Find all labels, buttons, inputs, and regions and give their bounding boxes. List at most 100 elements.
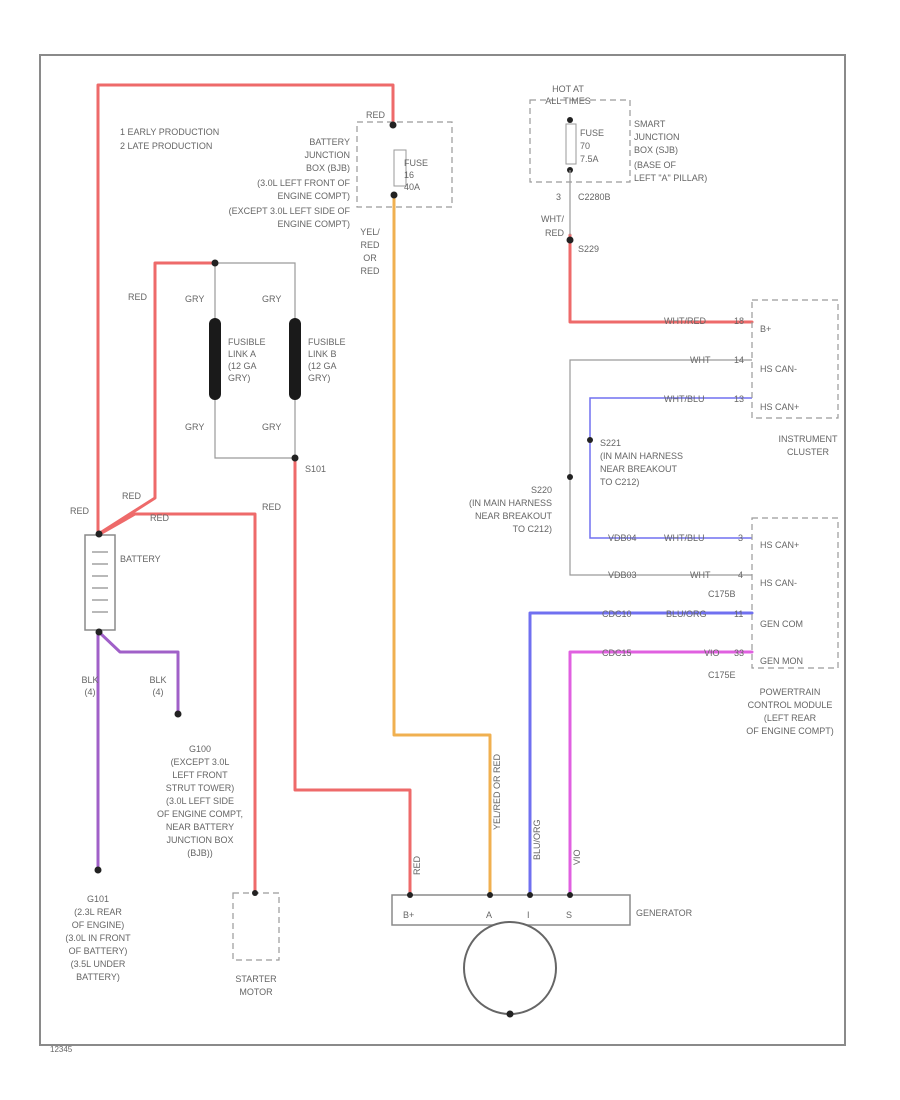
wire-blu-org-pcm-to-generator (528, 611, 754, 895)
gry-label-a-bottom: GRY (185, 422, 204, 432)
svg-text:CDC10: CDC10 (602, 609, 632, 619)
generator-terminal-block (391, 894, 631, 926)
fusible-link-junction (211, 259, 219, 267)
svg-text:OF ENGINE): OF ENGINE) (72, 920, 125, 930)
svg-text:B+: B+ (403, 910, 414, 920)
s229-label: S229 (578, 244, 599, 254)
s101-label: S101 (305, 464, 326, 474)
battery-cells (92, 551, 108, 613)
svg-text:HS CAN-: HS CAN- (760, 578, 797, 588)
svg-text:GEN MON: GEN MON (760, 656, 803, 666)
svg-text:SMART: SMART (634, 119, 666, 129)
generator-label: GENERATOR (636, 908, 693, 918)
svg-text:(3.0L LEFT SIDE: (3.0L LEFT SIDE (166, 796, 234, 806)
svg-text:A: A (486, 910, 492, 920)
svg-text:(EXCEPT 3.0L LEFT SIDE OF: (EXCEPT 3.0L LEFT SIDE OF (229, 206, 351, 216)
svg-text:HS CAN-: HS CAN- (760, 364, 797, 374)
svg-text:JUNCTION: JUNCTION (634, 132, 680, 142)
svg-text:HS CAN+: HS CAN+ (760, 540, 799, 550)
sjb-out-wire-label: WHT/ RED (541, 214, 564, 238)
svg-text:I: I (527, 910, 530, 920)
svg-text:GRY): GRY) (228, 373, 250, 383)
svg-text:16: 16 (404, 170, 414, 180)
battery-negative-terminal (95, 628, 103, 636)
wire-vio-pcm-to-generator (568, 650, 754, 895)
svg-text:(BASE OF: (BASE OF (634, 160, 677, 170)
svg-text:ALL TIMES: ALL TIMES (545, 96, 591, 106)
gry-label-a-top: GRY (185, 294, 204, 304)
hot-at-all-times-label: HOT AT ALL TIMES (545, 84, 591, 106)
sjb-pin-top (567, 117, 573, 123)
s221-dot (587, 437, 593, 443)
svg-text:11: 11 (734, 609, 743, 619)
svg-text:(4): (4) (85, 687, 96, 697)
svg-text:(3.0L LEFT FRONT OF: (3.0L LEFT FRONT OF (257, 178, 350, 188)
gry-label-b-top: GRY (262, 294, 281, 304)
svg-text:NEAR BREAKOUT: NEAR BREAKOUT (475, 511, 553, 521)
svg-text:BLK: BLK (149, 675, 166, 685)
generator-wire-label-blu-org: BLU/ORG (532, 819, 542, 860)
svg-text:BLU/ORG: BLU/ORG (666, 609, 707, 619)
red-wire-label-left: RED (128, 292, 148, 302)
instrument-cluster (751, 299, 839, 419)
pcm-pin-hs-can-plus: VDB04 WHT/BLU 3 HS CAN+ (608, 533, 799, 550)
svg-text:OF BATTERY): OF BATTERY) (69, 946, 128, 956)
battery-positive-terminal (95, 530, 103, 538)
svg-text:40A: 40A (404, 182, 420, 192)
svg-text:OF ENGINE COMPT,: OF ENGINE COMPT, (157, 809, 243, 819)
image-id: 12345 (50, 1045, 73, 1054)
wire-red-battery-to-fusible-links (98, 261, 217, 535)
svg-text:CDC15: CDC15 (602, 648, 632, 658)
svg-text:POWERTRAIN: POWERTRAIN (760, 687, 821, 697)
svg-text:BATTERY: BATTERY (309, 137, 350, 147)
svg-text:(2.3L REAR: (2.3L REAR (74, 907, 122, 917)
svg-text:BATTERY): BATTERY) (76, 972, 120, 982)
svg-text:(LEFT REAR: (LEFT REAR (764, 713, 817, 723)
svg-text:(EXCEPT 3.0L: (EXCEPT 3.0L (171, 757, 230, 767)
smart-junction-box (529, 99, 631, 183)
generator-wire-label-vio: VIO (572, 849, 582, 865)
svg-text:(BJB)): (BJB)) (187, 848, 213, 858)
battery (84, 534, 116, 631)
g100-label: G100 (EXCEPT 3.0L LEFT FRONT STRUT TOWER… (157, 744, 243, 858)
fuse-16-label: FUSE 16 40A (404, 158, 428, 192)
s220-label: S220 (IN MAIN HARNESS NEAR BREAKOUT TO C… (469, 485, 553, 534)
wire-blk-battery-to-g100 (98, 631, 180, 714)
wire-wht-blu-cluster-to-s221 (589, 397, 752, 539)
g101-label: G101 (2.3L REAR OF ENGINE) (3.0L IN FRON… (65, 894, 131, 982)
svg-text:WHT/BLU: WHT/BLU (664, 533, 705, 543)
svg-text:ENGINE COMPT): ENGINE COMPT) (277, 191, 350, 201)
svg-text:NEAR BREAKOUT: NEAR BREAKOUT (600, 464, 678, 474)
starter-terminal (252, 890, 258, 896)
svg-text:(12 GA: (12 GA (228, 361, 257, 371)
generator-ground-dot (506, 1010, 514, 1018)
svg-text:BOX (BJB): BOX (BJB) (306, 163, 350, 173)
svg-text:(3.0L IN FRONT: (3.0L IN FRONT (65, 933, 131, 943)
fusible-link-a (209, 318, 221, 400)
svg-text:70: 70 (580, 141, 590, 151)
svg-text:JUNCTION BOX: JUNCTION BOX (166, 835, 233, 845)
svg-text:G101: G101 (87, 894, 109, 904)
svg-text:VIO: VIO (704, 648, 720, 658)
cluster-pin-hs-can-minus: WHT 14 HS CAN- (690, 355, 797, 374)
svg-text:LINK A: LINK A (228, 349, 256, 359)
wire-wht-red-sjb-to-cluster (568, 233, 754, 324)
svg-text:7.5A: 7.5A (580, 154, 599, 164)
instrument-cluster-title: INSTRUMENT CLUSTER (779, 434, 838, 457)
generator-wire-label-red: RED (412, 855, 422, 875)
generator-body (463, 921, 557, 1015)
svg-text:WHT/: WHT/ (541, 214, 564, 224)
svg-text:(4): (4) (153, 687, 164, 697)
wire-red-battery-to-bjb (96, 83, 395, 534)
svg-text:VDB04: VDB04 (608, 533, 637, 543)
svg-text:3: 3 (738, 533, 743, 543)
svg-text:14: 14 (734, 355, 744, 365)
svg-text:TO C212): TO C212) (513, 524, 552, 534)
svg-text:JUNCTION: JUNCTION (305, 150, 351, 160)
svg-text:CONTROL MODULE: CONTROL MODULE (748, 700, 833, 710)
svg-text:S220: S220 (531, 485, 552, 495)
c2280b-pin: 3 (556, 192, 561, 202)
pcm-pin-gen-mon: CDC15 VIO 33 GEN MON (602, 648, 803, 666)
svg-text:FUSIBLE: FUSIBLE (228, 337, 266, 347)
